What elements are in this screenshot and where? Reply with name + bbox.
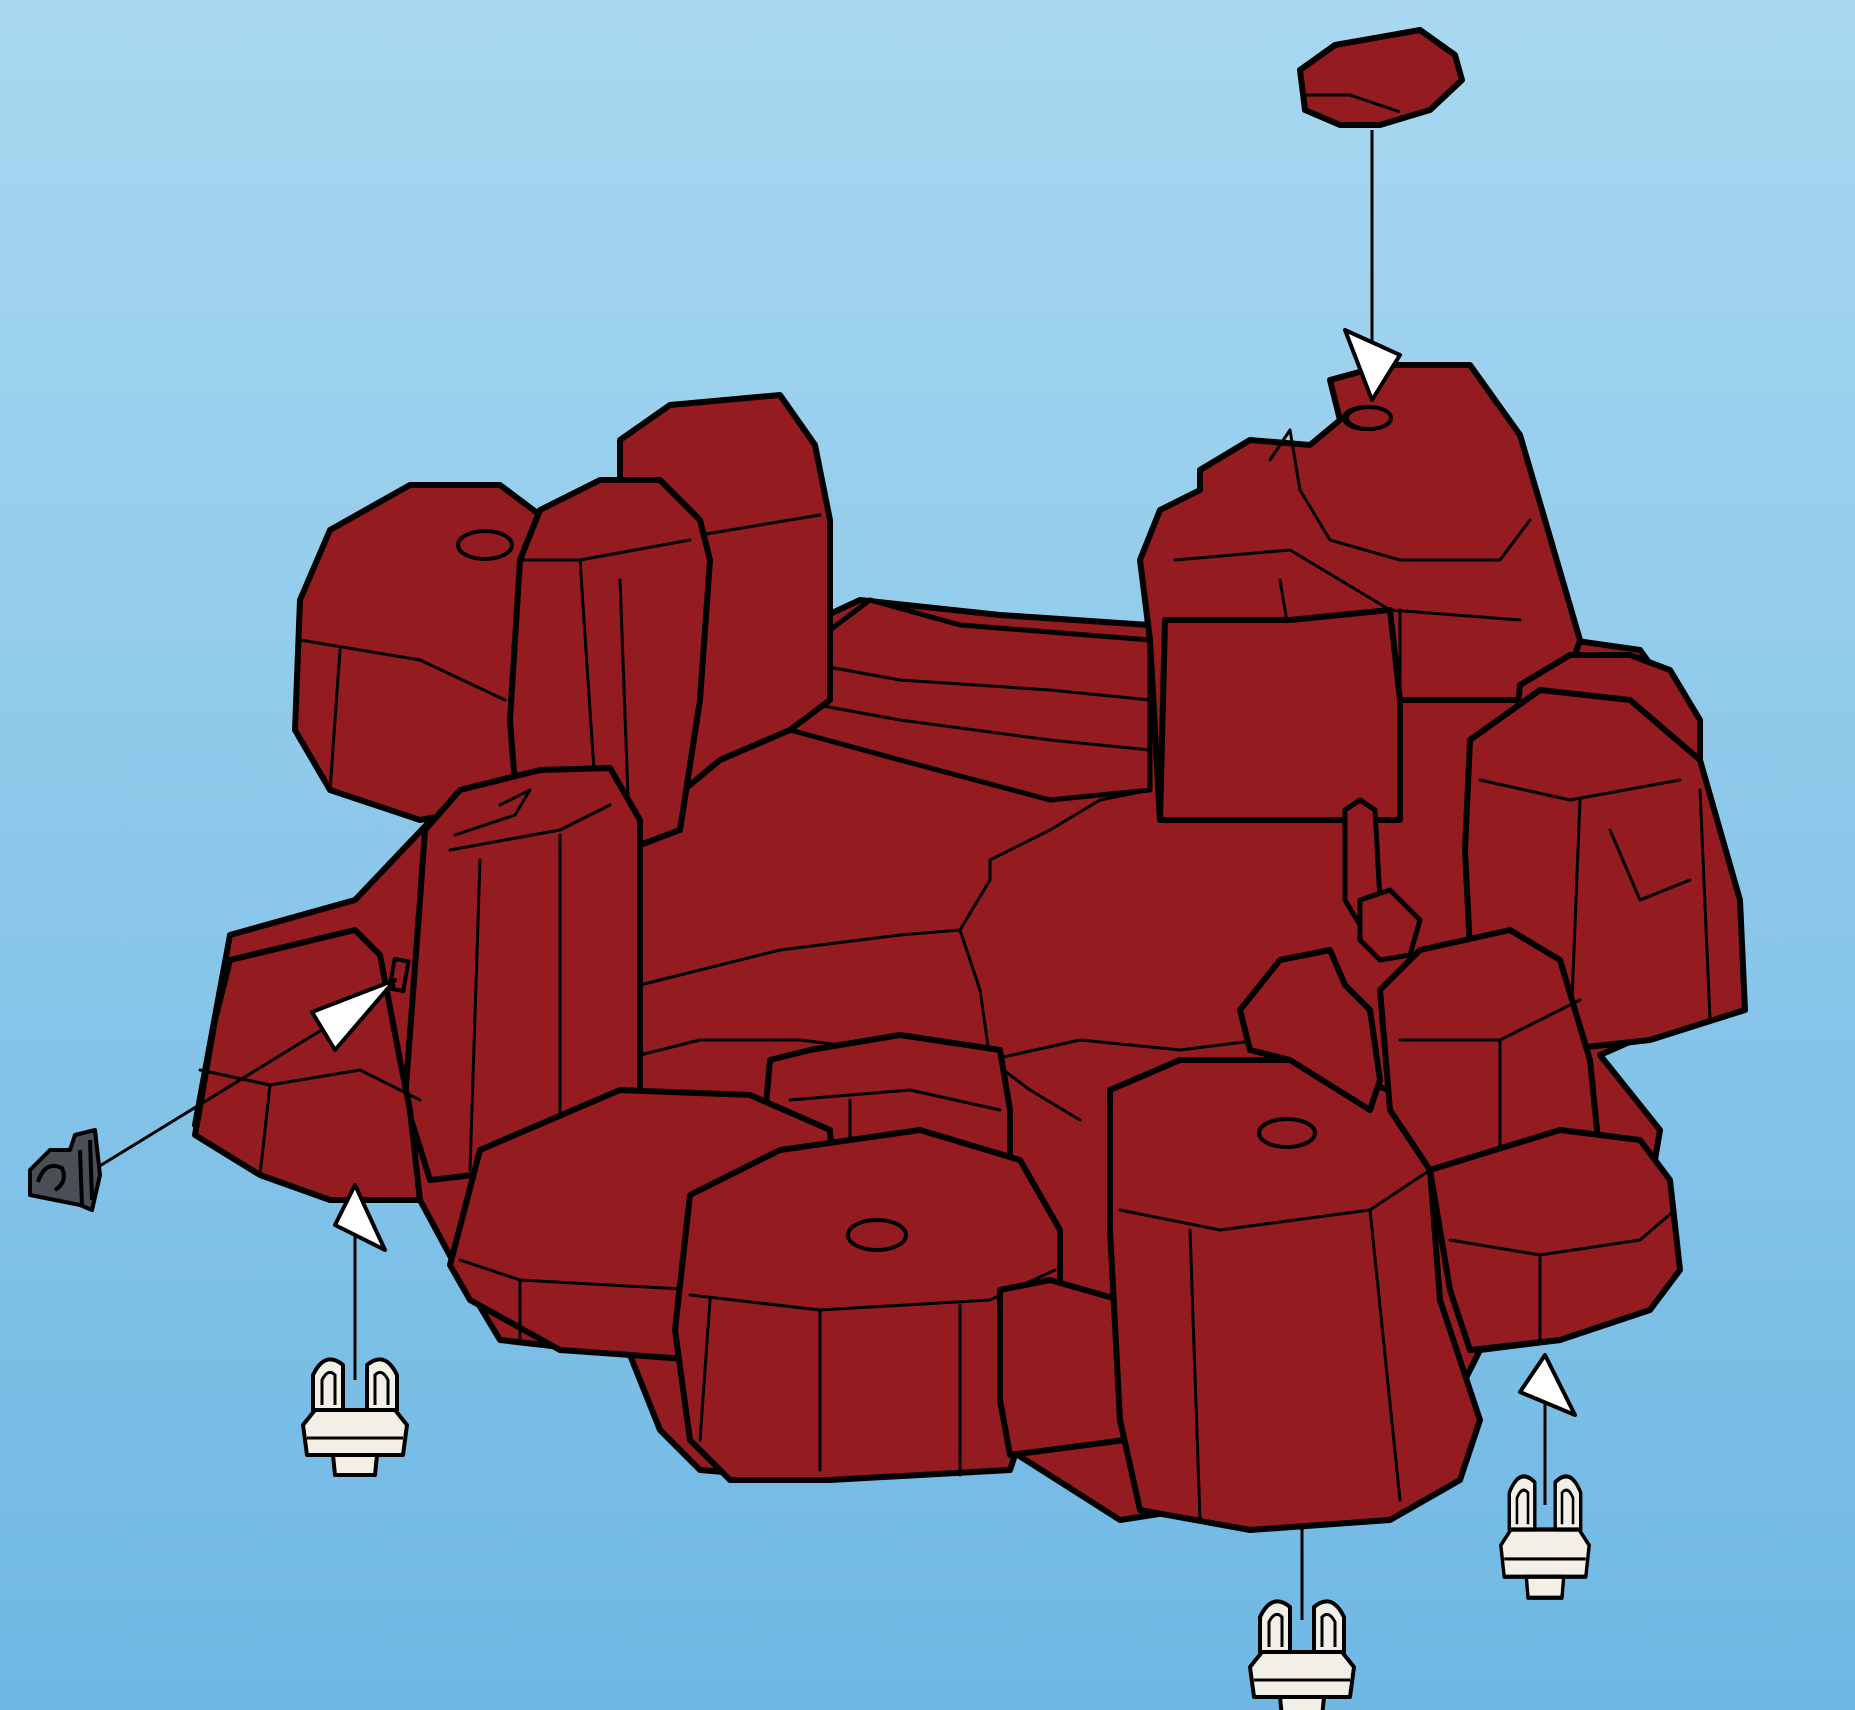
black-hook [28,1128,102,1212]
peg-hole [1257,1117,1317,1149]
white-clip-center [1248,1599,1356,1710]
peg-hole [846,1218,908,1252]
arrow-cap-down [1343,328,1402,402]
arrow-clip-right [1518,1353,1577,1417]
rock-cap [1297,27,1465,345]
arrow-clip-left [333,1183,387,1252]
peg-hole [456,529,514,561]
white-clip-left [301,1357,409,1477]
arrow-hook [310,978,397,1052]
hook-slot [387,957,411,993]
rock-base [192,362,1748,1533]
white-clip-right [1499,1474,1591,1600]
cap-peg-hole [1345,405,1393,431]
